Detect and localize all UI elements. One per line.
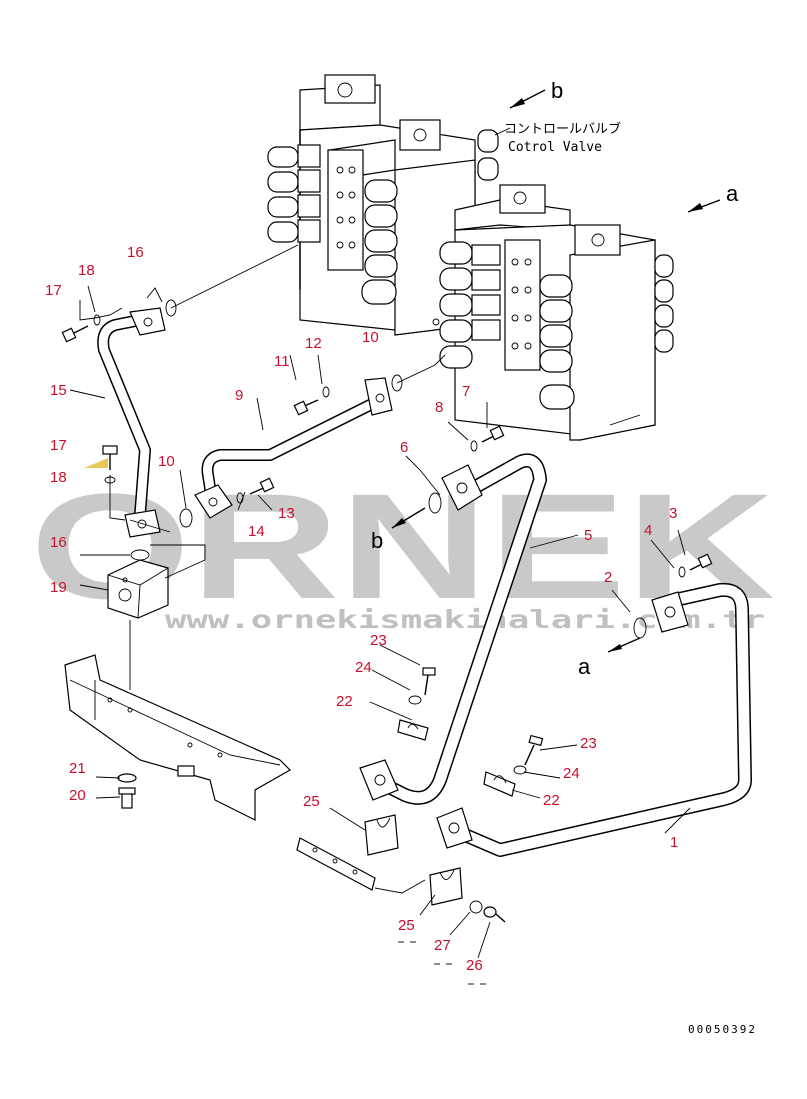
leader-lines <box>69 244 691 959</box>
callout-1: 1 <box>670 834 678 851</box>
plate <box>296 837 376 891</box>
control-valve-b <box>267 74 499 336</box>
bolt-26 <box>483 906 506 923</box>
control-valve-label-jp: コントロールバルブ <box>504 121 621 137</box>
o-rings <box>130 299 647 639</box>
callout-16-lower: 16 <box>50 534 67 551</box>
bolt-7 <box>481 425 505 443</box>
callout-20: 20 <box>69 787 86 804</box>
callout-10-lower: 10 <box>158 453 175 470</box>
bracket <box>64 654 291 821</box>
ref-a-bottom: a <box>578 654 591 679</box>
callout-23-lower: 23 <box>580 735 597 752</box>
callout-8: 8 <box>435 399 443 416</box>
bolt-13 <box>249 477 275 495</box>
control-valve-label-en: Cotrol Valve <box>508 140 602 155</box>
clamp-22-lower <box>483 771 516 797</box>
callout-15: 15 <box>50 382 67 399</box>
callout-25-upper: 25 <box>303 793 320 810</box>
tube-9 <box>194 377 393 519</box>
callout-2: 2 <box>604 569 612 586</box>
callout-10-upper: 10 <box>362 329 379 346</box>
drawing-code: 00050392 <box>688 1023 757 1036</box>
callout-26: 26 <box>466 957 483 974</box>
ref-a-top: a <box>726 181 739 206</box>
block-19 <box>107 559 169 619</box>
callout-17-lower: 17 <box>50 437 67 454</box>
bolt-17-upper <box>61 325 89 343</box>
clamp-25-upper <box>364 814 399 856</box>
bolt-23-upper <box>422 667 436 696</box>
callout-24-upper: 24 <box>355 659 372 676</box>
bolt-3 <box>689 553 713 571</box>
callout-22-upper: 22 <box>336 693 353 710</box>
callout-18-lower: 18 <box>50 469 67 486</box>
callout-22-lower: 22 <box>543 792 560 809</box>
callout-16-upper: 16 <box>127 244 144 261</box>
callout-25-lower: 25 <box>398 917 415 934</box>
ref-b-top: b <box>551 78 563 103</box>
bolt-20 <box>117 773 137 809</box>
callout-4: 4 <box>644 522 652 539</box>
watermark-logo-mark <box>84 458 108 468</box>
control-valve-a <box>439 184 674 441</box>
tube-5 <box>359 453 547 805</box>
callout-3: 3 <box>669 505 677 522</box>
tube-1 <box>436 582 752 857</box>
tick-marks <box>398 941 486 985</box>
callout-9: 9 <box>235 387 243 404</box>
callout-19: 19 <box>50 579 67 596</box>
ref-b-bottom: b <box>371 528 383 553</box>
clamp-22-upper <box>397 719 429 741</box>
callout-5: 5 <box>584 527 592 544</box>
callout-6: 6 <box>400 439 408 456</box>
callout-7: 7 <box>462 383 470 400</box>
callout-12: 12 <box>305 335 322 352</box>
callout-27: 27 <box>434 937 451 954</box>
callout-13: 13 <box>278 505 295 522</box>
clamp-25-lower <box>429 867 463 906</box>
bolt-11 <box>293 399 319 416</box>
bolt-17-lower <box>102 445 118 470</box>
bolt-23-lower <box>524 734 544 766</box>
callout-11: 11 <box>274 353 290 370</box>
callout-23-upper: 23 <box>370 632 387 649</box>
callout-24-lower: 24 <box>563 765 580 782</box>
callout-18-upper: 18 <box>78 262 95 279</box>
reference-arrows <box>391 89 721 653</box>
callouts: 1 2 3 4 5 6 7 8 9 10 10 11 12 13 14 15 1… <box>45 244 678 974</box>
callout-17-upper: 17 <box>45 282 62 299</box>
callout-14: 14 <box>248 523 265 540</box>
callout-21: 21 <box>69 760 86 777</box>
